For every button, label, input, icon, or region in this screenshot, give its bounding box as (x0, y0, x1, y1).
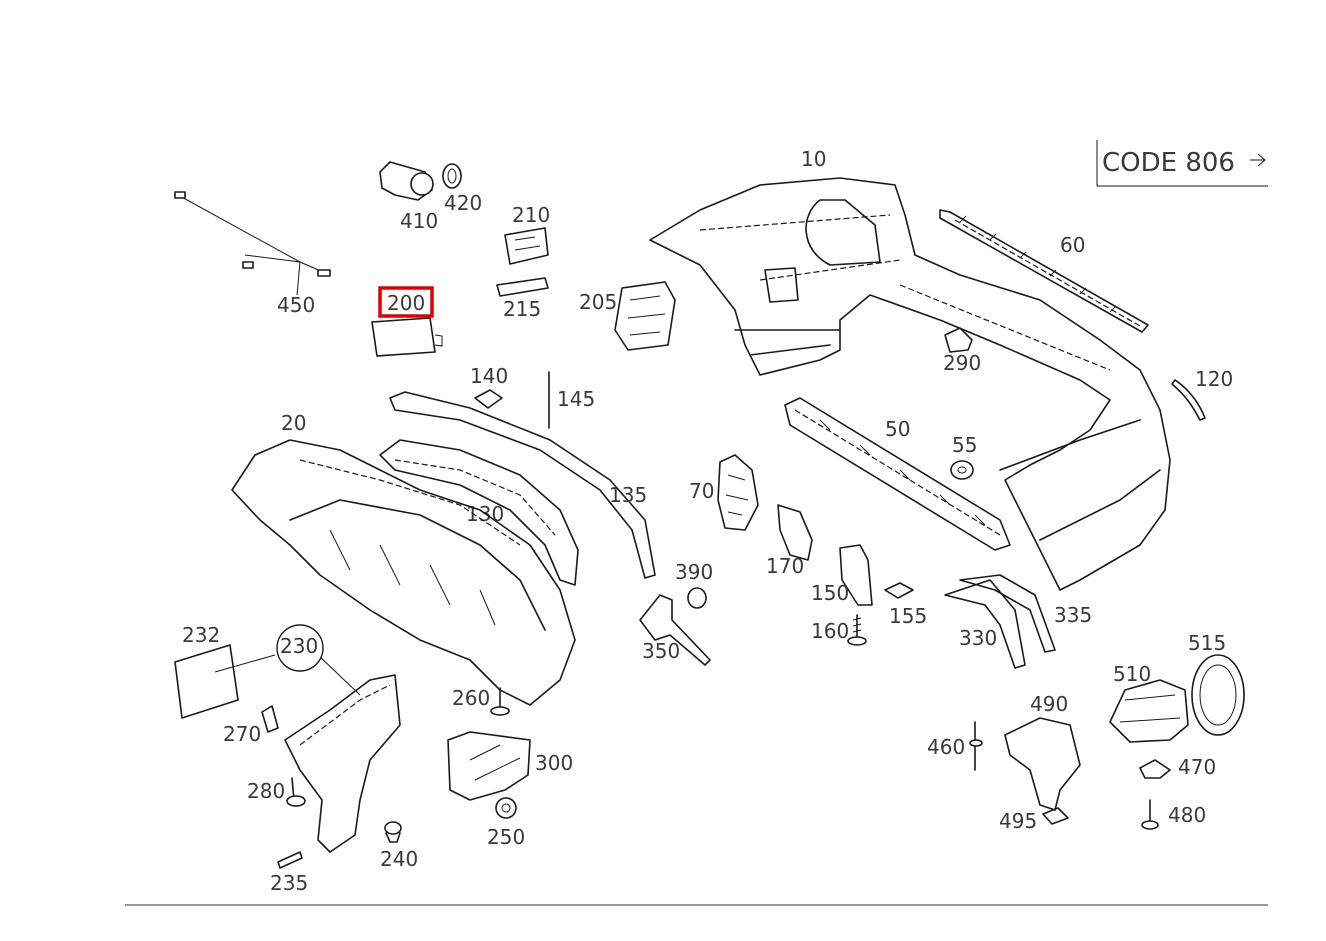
part-55-nut[interactable] (950, 460, 974, 480)
label-140: 140 (470, 364, 508, 388)
label-280: 280 (247, 779, 285, 803)
label-150: 150 (811, 581, 849, 605)
code-reference[interactable]: CODE 806 (1096, 140, 1268, 187)
label-420: 420 (444, 191, 482, 215)
label-120: 120 (1195, 367, 1233, 391)
label-300: 300 (535, 751, 573, 775)
part-250-nut[interactable] (495, 797, 517, 819)
label-335: 335 (1054, 603, 1092, 627)
part-170-bracket[interactable] (777, 504, 813, 561)
part-480-screw[interactable] (1141, 799, 1159, 830)
label-70: 70 (689, 479, 714, 503)
label-215: 215 (503, 297, 541, 321)
part-260-screw[interactable] (490, 687, 510, 716)
part-390-nut[interactable] (687, 587, 707, 609)
part-420-ring[interactable] (442, 163, 462, 189)
label-350: 350 (642, 639, 680, 663)
label-60: 60 (1060, 233, 1085, 257)
part-515-ring[interactable] (1191, 654, 1245, 736)
part-490-bracket[interactable] (1004, 717, 1081, 811)
part-60-strip[interactable] (939, 209, 1149, 333)
part-232-plate[interactable] (174, 644, 239, 719)
part-135-strip[interactable] (389, 391, 656, 579)
part-450-harness[interactable] (174, 191, 331, 296)
label-510: 510 (1113, 662, 1151, 686)
highlight-box (378, 286, 434, 318)
part-495-clip[interactable] (1042, 807, 1069, 825)
label-450: 450 (277, 293, 315, 317)
label-232: 232 (182, 623, 220, 647)
part-20-diffuser[interactable] (231, 439, 576, 706)
label-135: 135 (609, 483, 647, 507)
label-205: 205 (579, 290, 617, 314)
part-460-rivet[interactable] (969, 721, 983, 771)
part-150-bracket[interactable] (839, 544, 873, 606)
label-10: 10 (801, 147, 826, 171)
label-240: 240 (380, 847, 418, 871)
code-label: CODE 806 (1102, 148, 1235, 178)
label-20: 20 (281, 411, 306, 435)
part-240-clip[interactable] (384, 821, 402, 843)
label-515: 515 (1188, 631, 1226, 655)
part-70-bracket[interactable] (717, 454, 759, 531)
label-50: 50 (885, 417, 910, 441)
label-155: 155 (889, 604, 927, 628)
part-470-clip[interactable] (1139, 759, 1171, 779)
part-130-panel[interactable] (379, 439, 579, 586)
part-140-clip[interactable] (474, 389, 503, 409)
label-210: 210 (512, 203, 550, 227)
label-250: 250 (487, 825, 525, 849)
part-210-bracket[interactable] (504, 227, 549, 265)
part-280-screw[interactable] (286, 777, 306, 807)
part-10-bumper-cover[interactable] (649, 177, 1171, 591)
part-410-sensor[interactable] (379, 161, 434, 201)
part-290-clip[interactable] (944, 327, 973, 353)
part-205-module[interactable] (614, 281, 676, 351)
label-460: 460 (927, 735, 965, 759)
label-270: 270 (223, 722, 261, 746)
label-230: 230 (280, 634, 318, 658)
label-480: 480 (1168, 803, 1206, 827)
part-230-bracket[interactable] (214, 624, 401, 853)
label-55: 55 (952, 433, 977, 457)
part-120-trim[interactable] (1171, 379, 1206, 421)
label-200: 200 (387, 291, 425, 315)
part-350-bracket[interactable] (639, 594, 711, 666)
part-510-housing[interactable] (1109, 679, 1189, 743)
part-235-strip[interactable] (277, 851, 303, 869)
label-490: 490 (1030, 692, 1068, 716)
label-410: 410 (400, 209, 438, 233)
part-215-strip[interactable] (496, 277, 549, 297)
part-330-liner[interactable] (944, 579, 1026, 669)
arrow-right-icon (1250, 153, 1266, 167)
label-235: 235 (270, 871, 308, 895)
label-260: 260 (452, 686, 490, 710)
part-160-screw[interactable] (847, 614, 867, 646)
label-390: 390 (675, 560, 713, 584)
label-290: 290 (943, 351, 981, 375)
part-300-bracket[interactable] (447, 731, 531, 801)
label-160: 160 (811, 619, 849, 643)
label-170: 170 (766, 554, 804, 578)
label-470: 470 (1178, 755, 1216, 779)
part-155-clip[interactable] (884, 582, 914, 599)
part-270-clip[interactable] (261, 705, 279, 733)
label-495: 495 (999, 809, 1037, 833)
part-200-control-unit[interactable] (371, 317, 443, 357)
label-145: 145 (557, 387, 595, 411)
part-335-liner[interactable] (959, 574, 1056, 653)
part-50-absorber[interactable] (784, 397, 1011, 551)
label-330: 330 (959, 626, 997, 650)
